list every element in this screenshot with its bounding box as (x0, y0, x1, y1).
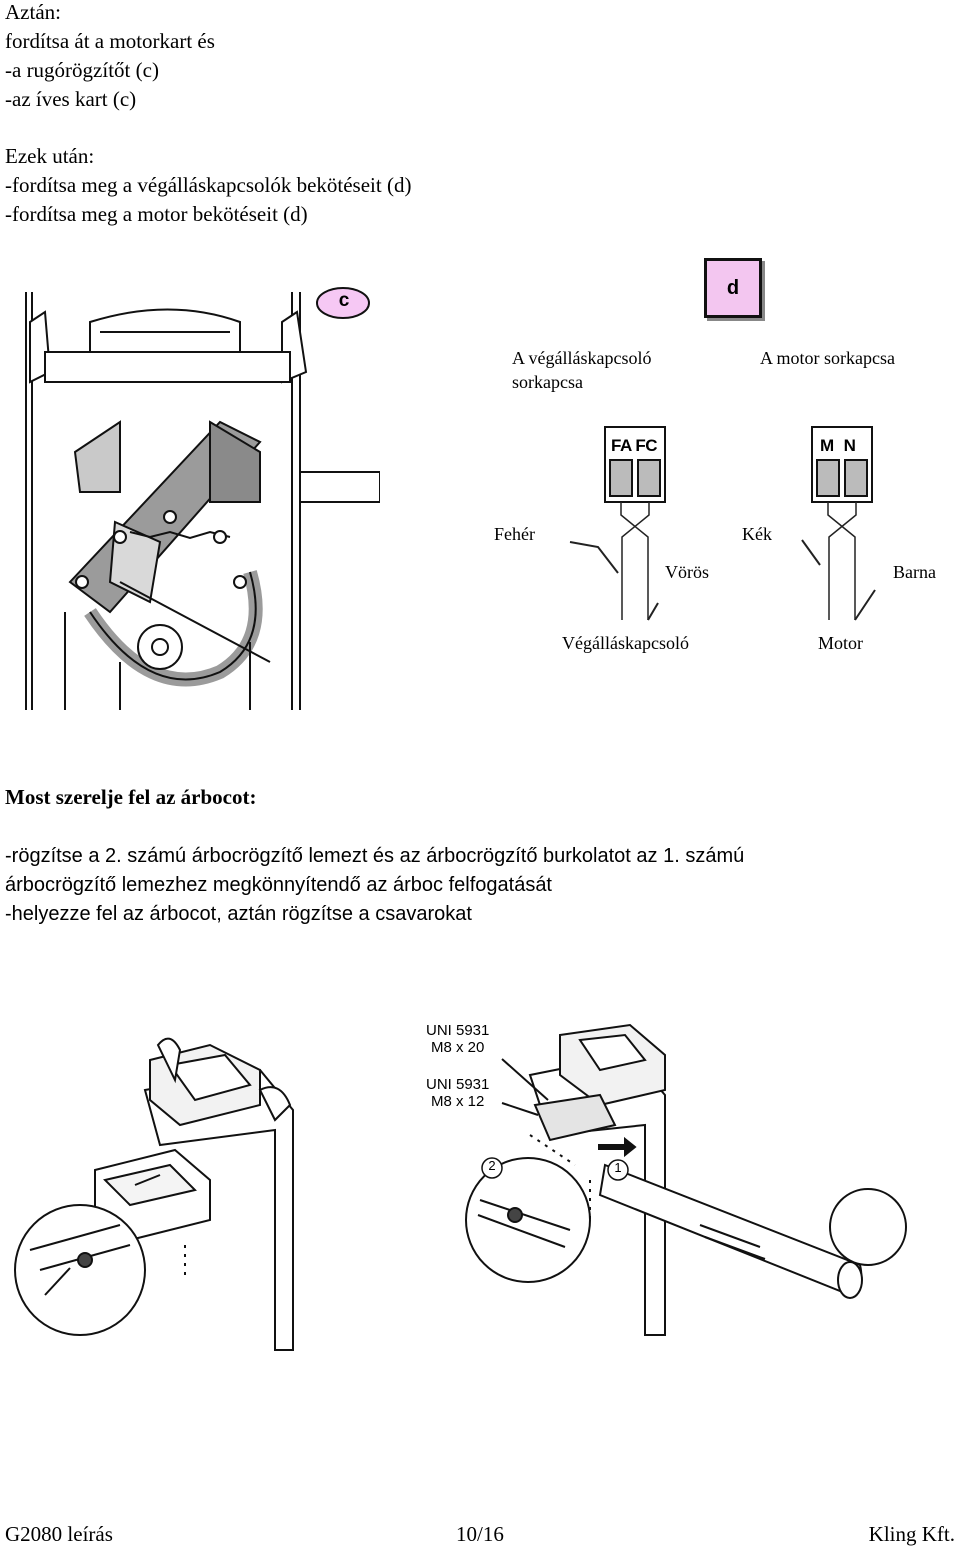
mast-plate-figure (14, 1037, 294, 1351)
limit-switch-label: Végálláskapcsoló (562, 633, 689, 653)
screw-1-size: M8 x 20 (431, 1039, 485, 1056)
wiring-diagram (569, 426, 876, 621)
then-line: -fordítsa meg a motor bekötéseit (d) (5, 202, 308, 226)
mast-line: árbocrögzítő lemezhez megkönnyítendő az … (5, 874, 552, 896)
limit-block-label: FA FC (611, 436, 657, 455)
motor-label: Motor (818, 633, 863, 653)
then-text: Ezek után: -fordítsa meg a végálláskapcs… (5, 142, 411, 229)
callout-1-label: 1 (614, 1160, 622, 1175)
then-line: -fordítsa meg a végálláskapcsolók beköté… (5, 173, 412, 197)
mast-line: -rögzítse a 2. számú árbocrögzítő lemezt… (5, 845, 745, 867)
badge-c (316, 287, 370, 319)
then-line: Ezek után: (5, 144, 95, 168)
intro-text: Aztán: fordítsa át a motorkart és -a rug… (5, 0, 215, 114)
mast-instructions: -rögzítse a 2. számú árbocrögzítő lemezt… (5, 842, 744, 929)
limit-terminal-title-line2: sorkapcsa (512, 372, 583, 392)
screw-2-size: M8 x 12 (431, 1093, 485, 1110)
mast-heading: Most szerelje fel az árbocot: (5, 785, 257, 809)
screw-1-standard: UNI 5931 (426, 1022, 490, 1039)
limit-terminal-title-line1: A végálláskapcsoló (512, 348, 652, 368)
mast-line: -helyezze fel az árbocot, aztán rögzítse… (5, 903, 472, 925)
wire-brown-label: Barna (893, 562, 936, 582)
callout-2-circle (481, 1157, 503, 1179)
motor-terminal-title: A motor sorkapcsa (760, 348, 895, 368)
badge-c-label: c (338, 290, 350, 311)
badge-d-label: d (726, 277, 740, 299)
footer-page-number: 10/16 (456, 1522, 504, 1546)
motor-arm-figure (25, 287, 380, 710)
limit-terminal-title: A végálláskapcsoló sorkapcsa (512, 346, 651, 394)
badge-d: d (704, 258, 762, 318)
screw-1-spec: UNI 5931 M8 x 20 (426, 1022, 489, 1056)
screw-2-standard: UNI 5931 (426, 1076, 490, 1093)
mast-install-figure (465, 1023, 907, 1336)
wire-white-label: Fehér (494, 524, 535, 544)
motor-block-label: M N (820, 436, 856, 455)
wire-blue-label: Kék (742, 524, 772, 544)
intro-line: -a rugórögzítőt (c) (5, 58, 159, 82)
intro-line: -az íves kart (c) (5, 87, 137, 111)
intro-line: Aztán: (5, 0, 61, 24)
callout-1-circle (607, 1159, 629, 1181)
intro-line: fordítsa át a motorkart és (5, 29, 215, 53)
callout-2-label: 2 (488, 1158, 496, 1173)
footer-right: Kling Kft. (868, 1522, 955, 1546)
footer-left: G2080 leírás (5, 1522, 113, 1546)
screw-2-spec: UNI 5931 M8 x 12 (426, 1076, 489, 1110)
wire-red-label: Vörös (665, 562, 709, 582)
